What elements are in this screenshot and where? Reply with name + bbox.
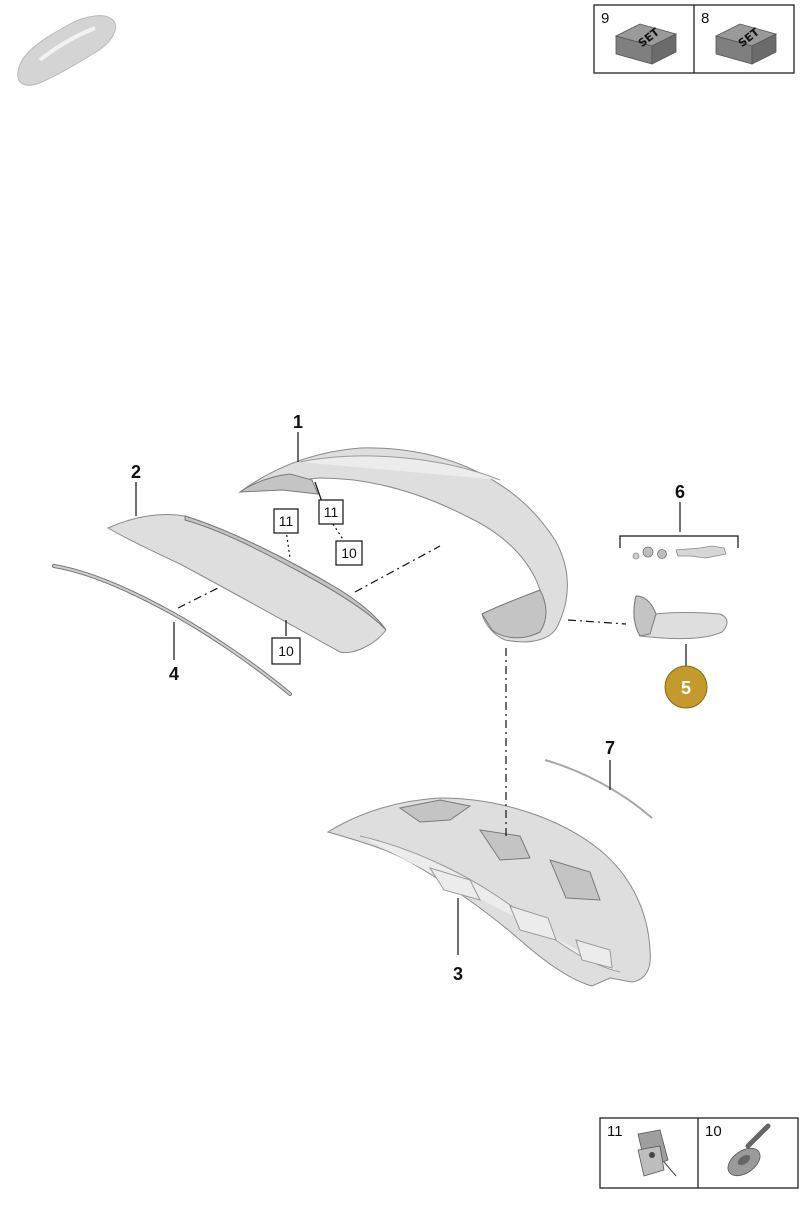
callout-5: 5	[681, 678, 691, 698]
part-6-fitting-set[interactable]	[632, 545, 727, 560]
connector-4-to-2	[177, 587, 219, 609]
set-box-icon-right[interactable]: SET	[714, 23, 778, 65]
connector-1-to-5	[567, 619, 627, 625]
fastener-panel-left-number: 11	[607, 1123, 623, 1140]
boxed-ref-10-lower[interactable]: 10	[271, 637, 301, 665]
callout-4[interactable]: 4	[169, 664, 179, 684]
boxed-ref-10-upper[interactable]: 10	[335, 540, 363, 566]
clip-nut-icon[interactable]	[637, 1129, 677, 1177]
kit-panel: 9 8 SET SET	[593, 4, 795, 74]
boxed-ref-11-right[interactable]: 11	[318, 499, 344, 525]
part-7-trim-strip[interactable]	[544, 759, 653, 819]
callout-6[interactable]: 6	[675, 482, 685, 502]
fastener-panel-right-number: 10	[705, 1123, 722, 1140]
part-2-spoiler-blade[interactable]	[106, 514, 387, 654]
connector-2-to-1	[354, 545, 441, 593]
callout-1[interactable]: 1	[293, 412, 303, 432]
boxed-ref-11-left[interactable]: 11	[273, 508, 299, 534]
vehicle-silhouette-icon	[17, 15, 117, 86]
part-3-carrier-frame[interactable]	[326, 797, 651, 987]
fastener-panel: 11 10	[599, 1117, 799, 1189]
part-4-seal-strip[interactable]	[52, 564, 292, 696]
screw-icon[interactable]	[723, 1123, 771, 1181]
svg-text:11: 11	[324, 504, 339, 520]
set-box-icon-left[interactable]: SET	[614, 23, 678, 65]
callout-2[interactable]: 2	[131, 462, 141, 482]
callout-5-highlighted[interactable]: 5	[664, 665, 708, 709]
part-5-side-fin[interactable]	[633, 595, 728, 640]
kit-panel-right-number: 8	[701, 10, 709, 27]
kit-panel-left-number: 9	[601, 10, 609, 27]
callout-7[interactable]: 7	[605, 738, 615, 758]
svg-text:10: 10	[341, 545, 357, 561]
svg-text:10: 10	[278, 643, 294, 659]
svg-text:11: 11	[279, 513, 294, 529]
part-1-spoiler[interactable]	[238, 447, 568, 643]
callout-3[interactable]: 3	[453, 964, 463, 984]
